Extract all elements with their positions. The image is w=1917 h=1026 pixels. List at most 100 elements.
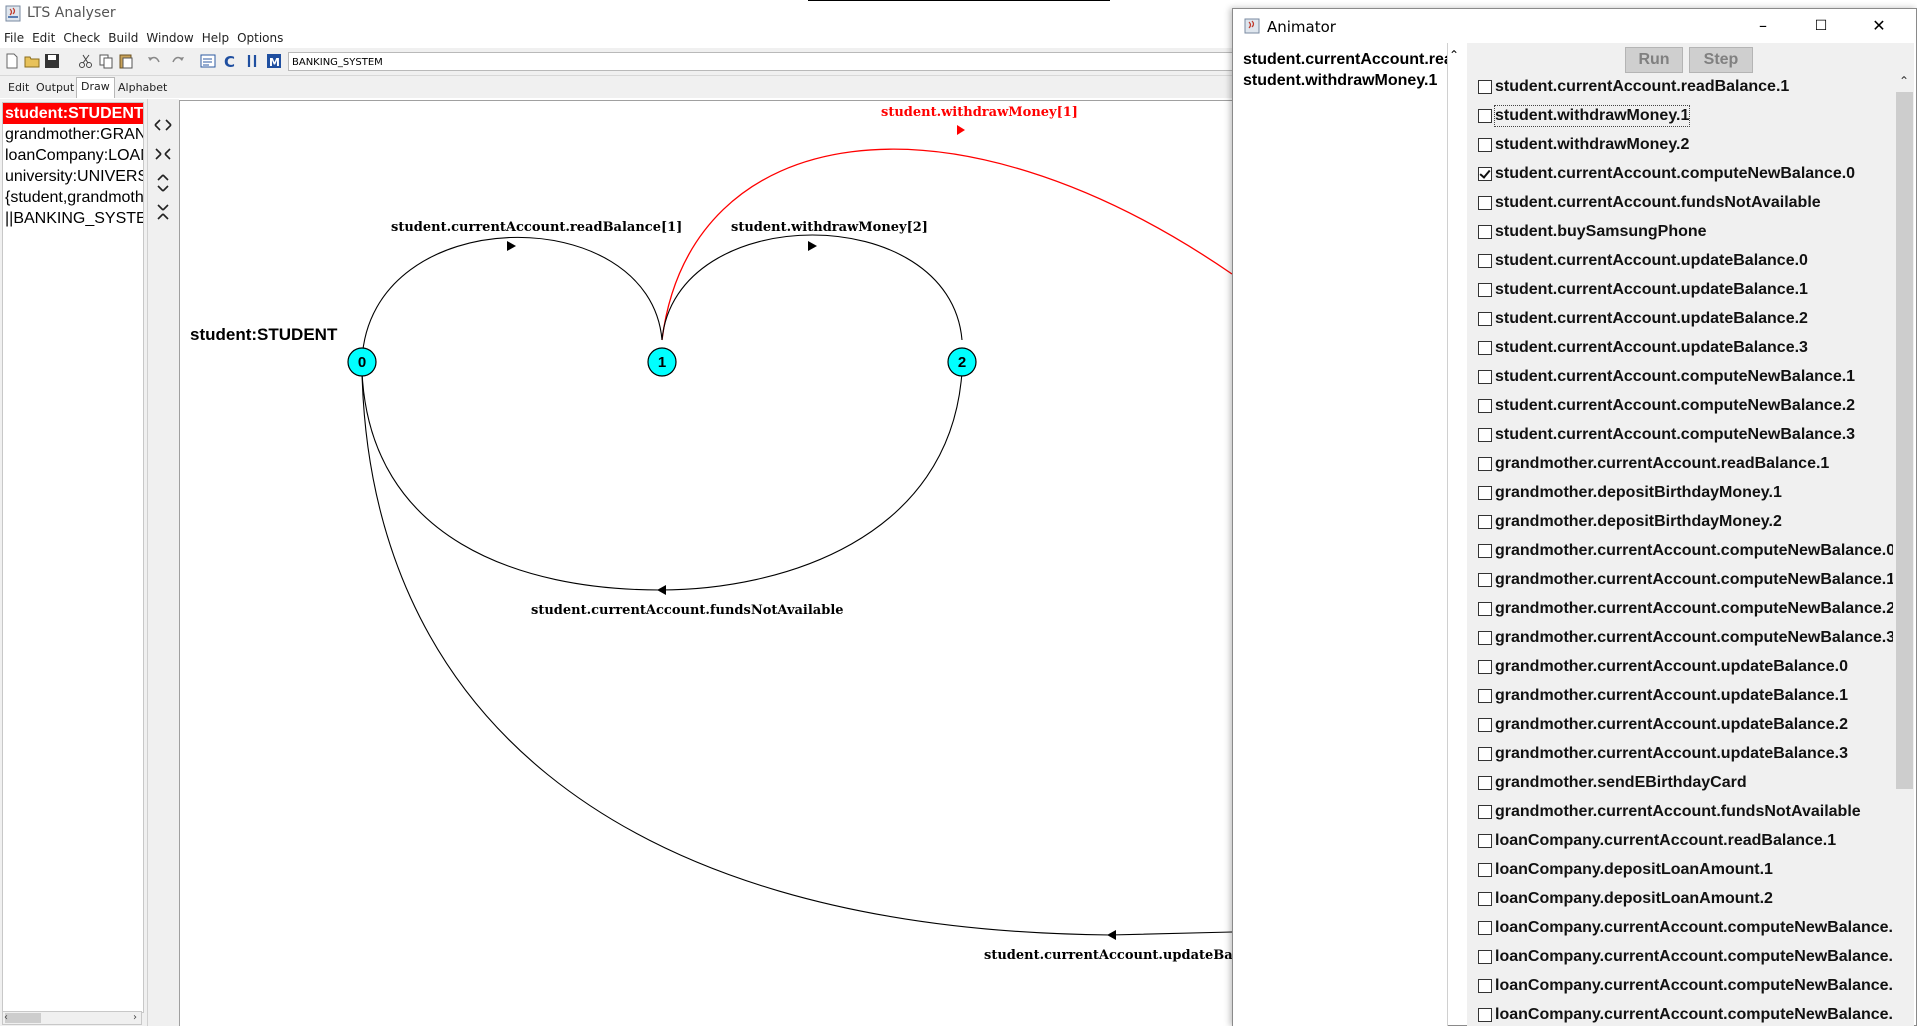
process-item-university[interactable]: university:UNIVERSITY — [5, 168, 143, 185]
action-label[interactable]: student.currentAccount.computeNewBalance… — [1495, 165, 1856, 182]
action-row[interactable]: student.currentAccount.updateBalance.3 — [1470, 338, 1893, 367]
run-button[interactable]: Run — [1625, 47, 1683, 73]
action-row[interactable]: student.currentAccount.computeNewBalance… — [1470, 425, 1893, 454]
action-label[interactable]: loanCompany.depositLoanAmount.1 — [1495, 861, 1773, 878]
action-checkbox[interactable] — [1478, 660, 1492, 674]
output-window-icon[interactable] — [200, 53, 216, 69]
process-item-banking-system[interactable]: ||BANKING_SYSTEM — [5, 210, 143, 227]
action-checkbox[interactable] — [1478, 979, 1492, 993]
copy-icon[interactable] — [98, 53, 114, 69]
step-button[interactable]: Step — [1689, 47, 1753, 73]
action-label[interactable]: student.currentAccount.fundsNotAvailable — [1495, 194, 1821, 211]
target-selector[interactable]: BANKING_SYSTEM — [288, 52, 1235, 71]
menu-window[interactable]: Window — [146, 31, 194, 45]
action-checkbox[interactable] — [1478, 80, 1492, 94]
action-checkbox[interactable] — [1478, 544, 1492, 558]
action-checkbox[interactable] — [1478, 602, 1492, 616]
action-label[interactable]: grandmother.currentAccount.computeNewBal… — [1495, 571, 1893, 588]
scroll-left-icon[interactable]: ‹ — [4, 1012, 8, 1023]
action-label[interactable]: student.currentAccount.readBalance.1 — [1495, 78, 1790, 95]
action-label[interactable]: student.withdrawMoney.2 — [1495, 136, 1690, 153]
scroll-up-icon[interactable]: ⌃ — [1449, 48, 1460, 62]
menu-help[interactable]: Help — [201, 31, 230, 45]
action-label[interactable]: loanCompany.currentAccount.readBalance.1 — [1495, 832, 1837, 849]
undo-icon[interactable] — [146, 53, 162, 69]
minimize-button[interactable]: – — [1759, 16, 1767, 35]
action-checkbox[interactable] — [1478, 718, 1492, 732]
action-checkbox[interactable] — [1478, 863, 1492, 877]
menu-build[interactable]: Build — [108, 31, 139, 45]
action-label[interactable]: grandmother.currentAccount.updateBalance… — [1495, 716, 1848, 733]
action-label[interactable]: student.currentAccount.updateBalance.3 — [1495, 339, 1808, 356]
maximize-button[interactable]: ☐ — [1814, 18, 1828, 34]
close-button[interactable]: ✕ — [1872, 16, 1886, 35]
action-row[interactable]: student.currentAccount.computeNewBalance… — [1470, 367, 1893, 396]
action-checkbox[interactable] — [1478, 167, 1492, 181]
action-row[interactable]: student.currentAccount.updateBalance.0 — [1470, 251, 1893, 280]
shrink-vertical-icon[interactable] — [153, 202, 173, 222]
action-row[interactable]: grandmother.currentAccount.updateBalance… — [1470, 744, 1893, 773]
trace-item[interactable]: student.currentAccount.readBalance.1 — [1243, 51, 1447, 68]
action-label[interactable]: loanCompany.currentAccount.computeNewBal… — [1495, 1006, 1893, 1023]
action-row[interactable]: loanCompany.depositLoanAmount.2 — [1470, 889, 1893, 918]
scrollbar-thumb[interactable] — [1896, 92, 1913, 789]
action-checkbox[interactable] — [1478, 892, 1492, 906]
process-item-grandmother[interactable]: grandmother:GRANDMOTHER — [5, 126, 143, 143]
action-label[interactable]: student.currentAccount.updateBalance.1 — [1495, 281, 1808, 298]
process-item-loancompany[interactable]: loanCompany:LOANCOMPANY — [5, 147, 143, 164]
action-checkbox[interactable] — [1478, 631, 1492, 645]
action-row[interactable]: grandmother.currentAccount.updateBalance… — [1470, 686, 1893, 715]
action-row[interactable]: student.withdrawMoney.1 — [1470, 105, 1893, 135]
action-checkbox[interactable] — [1478, 573, 1492, 587]
tab-edit[interactable]: Edit — [8, 81, 30, 94]
menu-edit[interactable]: Edit — [32, 31, 56, 45]
process-item-student[interactable]: student:STUDENT — [3, 103, 144, 124]
action-checkbox[interactable] — [1478, 950, 1492, 964]
action-label[interactable]: loanCompany.currentAccount.computeNewBal… — [1495, 948, 1893, 965]
lts-drawing-canvas[interactable] — [179, 100, 1235, 1026]
action-row[interactable]: student.currentAccount.updateBalance.2 — [1470, 309, 1893, 338]
split-divider[interactable] — [144, 99, 147, 1026]
action-row[interactable]: grandmother.currentAccount.computeNewBal… — [1470, 570, 1893, 599]
action-label[interactable]: grandmother.currentAccount.updateBalance… — [1495, 745, 1848, 762]
action-label[interactable]: student.currentAccount.computeNewBalance… — [1495, 397, 1856, 414]
animator-titlebar[interactable] — [1233, 9, 1916, 43]
action-checkbox[interactable] — [1478, 370, 1492, 384]
action-checkbox[interactable] — [1478, 109, 1492, 123]
action-row[interactable]: loanCompany.currentAccount.computeNewBal… — [1470, 947, 1893, 976]
menu-file[interactable]: File — [4, 31, 25, 45]
new-file-icon[interactable] — [4, 53, 20, 69]
action-row[interactable]: grandmother.currentAccount.readBalance.1 — [1470, 454, 1893, 483]
menu-options[interactable]: Options — [237, 31, 284, 45]
scroll-right-icon[interactable]: › — [133, 1012, 137, 1023]
compile-icon[interactable]: C — [222, 53, 238, 69]
paste-icon[interactable] — [118, 53, 134, 69]
action-label[interactable]: student.currentAccount.updateBalance.2 — [1495, 310, 1808, 327]
action-label[interactable]: student.buySamsungPhone — [1495, 223, 1707, 240]
save-icon[interactable] — [44, 53, 60, 69]
action-row[interactable]: loanCompany.currentAccount.computeNewBal… — [1470, 918, 1893, 947]
action-row[interactable]: student.currentAccount.updateBalance.1 — [1470, 280, 1893, 309]
action-checkbox[interactable] — [1478, 312, 1492, 326]
action-label[interactable]: grandmother.currentAccount.computeNewBal… — [1495, 629, 1893, 646]
action-checkbox[interactable] — [1478, 805, 1492, 819]
action-checkbox[interactable] — [1478, 747, 1492, 761]
tab-alphabet[interactable]: Alphabet — [118, 81, 168, 94]
action-row[interactable]: loanCompany.currentAccount.computeNewBal… — [1470, 1005, 1893, 1026]
action-row[interactable]: grandmother.currentAccount.updateBalance… — [1470, 657, 1893, 686]
action-checkbox[interactable] — [1478, 776, 1492, 790]
action-row[interactable]: grandmother.currentAccount.computeNewBal… — [1470, 599, 1893, 628]
action-checkbox[interactable] — [1478, 225, 1492, 239]
action-row[interactable]: student.withdrawMoney.2 — [1470, 135, 1893, 164]
action-checkbox[interactable] — [1478, 1008, 1492, 1022]
action-row[interactable]: grandmother.currentAccount.updateBalance… — [1470, 715, 1893, 744]
action-label[interactable]: grandmother.currentAccount.readBalance.1 — [1495, 455, 1830, 472]
minimise-icon[interactable]: M — [266, 53, 282, 69]
process-item-alphabet-set[interactable]: {student,grandmother,loanCompany,univers… — [5, 189, 144, 206]
action-label[interactable]: student.currentAccount.computeNewBalance… — [1495, 426, 1856, 443]
scrollbar-thumb[interactable] — [5, 1013, 41, 1023]
action-checkbox[interactable] — [1478, 138, 1492, 152]
action-checkbox[interactable] — [1478, 254, 1492, 268]
action-checkbox[interactable] — [1478, 428, 1492, 442]
action-checkbox[interactable] — [1478, 457, 1492, 471]
